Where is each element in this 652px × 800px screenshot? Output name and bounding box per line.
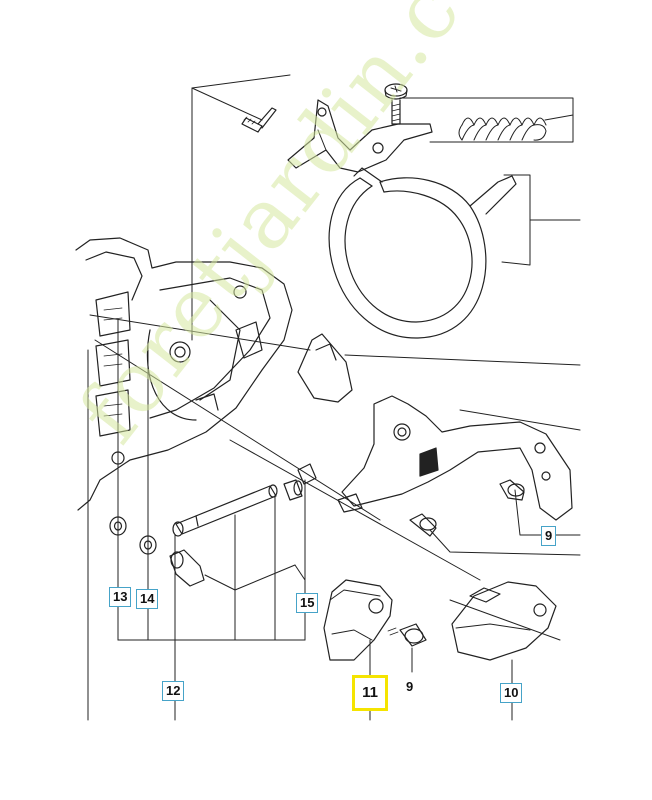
callout-14: 14 [136, 589, 159, 609]
washers [109, 516, 157, 555]
brake-lever [287, 99, 433, 173]
cover-part-11 [323, 579, 393, 661]
callout-15: 15 [296, 593, 319, 613]
cover-part-10 [451, 581, 557, 661]
leader-lines [87, 74, 581, 721]
mounting-screws [387, 479, 525, 647]
callout-12: 12 [162, 681, 185, 701]
callout-10: 10 [500, 683, 523, 703]
pins-and-bushings [169, 463, 317, 587]
callout-9-bottom: 9 [406, 679, 414, 694]
spring [458, 117, 547, 141]
chain-brake-housing [297, 333, 573, 521]
callout-11-highlighted: 11 [352, 675, 388, 711]
callout-13: 13 [109, 587, 132, 607]
brake-band [328, 167, 517, 339]
top-screw [384, 83, 408, 125]
crankcase-housing [75, 237, 293, 511]
callout-9-right: 9 [541, 526, 557, 546]
adjuster-screw [241, 107, 277, 133]
